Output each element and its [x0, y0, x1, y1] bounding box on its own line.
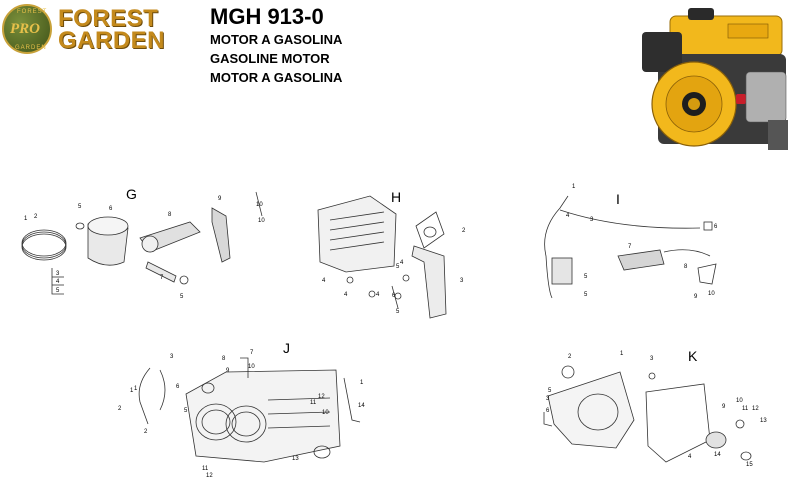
svg-text:8: 8 [168, 212, 172, 218]
svg-text:5: 5 [184, 408, 188, 414]
svg-text:5: 5 [548, 388, 552, 394]
diagram-i-ignition [544, 195, 717, 299]
svg-text:6: 6 [392, 293, 396, 299]
subtitle-spanish: MOTOR A GASOLINA [210, 32, 343, 47]
svg-text:12: 12 [752, 406, 759, 412]
svg-text:1: 1 [620, 351, 624, 357]
svg-text:4: 4 [688, 454, 692, 460]
subtitle-english: GASOLINE MOTOR [210, 51, 330, 66]
logo-word-forest: FOREST [58, 5, 159, 32]
svg-text:4: 4 [56, 279, 60, 285]
svg-text:2: 2 [34, 214, 38, 220]
svg-text:3: 3 [546, 396, 550, 402]
section-i-label: I [616, 191, 620, 207]
svg-text:6: 6 [714, 224, 718, 230]
badge-ring-top: FOREST [17, 9, 48, 15]
brand-logo: FOREST PRO GARDEN FOREST GARDEN [2, 4, 192, 54]
svg-text:12: 12 [318, 394, 325, 400]
svg-text:12: 12 [206, 473, 213, 479]
svg-text:7: 7 [628, 244, 632, 250]
svg-text:9: 9 [694, 294, 698, 300]
svg-text:2: 2 [568, 354, 572, 360]
svg-text:1: 1 [130, 388, 134, 394]
svg-text:5: 5 [396, 309, 400, 315]
svg-text:6: 6 [109, 206, 113, 212]
svg-text:4: 4 [322, 278, 326, 284]
section-j-label: J [283, 340, 290, 356]
subtitle-portuguese: MOTOR A GASOLINA [210, 70, 343, 85]
section-k-label: K [688, 348, 698, 364]
svg-text:6: 6 [176, 384, 180, 390]
svg-text:10: 10 [708, 291, 715, 297]
svg-text:2: 2 [462, 228, 466, 234]
svg-text:5: 5 [78, 204, 82, 210]
svg-text:7: 7 [160, 275, 164, 281]
svg-text:4: 4 [376, 292, 380, 298]
svg-text:2: 2 [144, 429, 148, 435]
svg-text:6: 6 [546, 408, 550, 414]
svg-text:5: 5 [396, 264, 400, 270]
svg-text:5: 5 [584, 292, 588, 298]
svg-text:1: 1 [572, 184, 576, 190]
pro-badge: FOREST PRO GARDEN [2, 4, 52, 54]
svg-text:10: 10 [736, 398, 743, 404]
svg-text:9: 9 [226, 368, 230, 374]
svg-text:8: 8 [684, 264, 688, 270]
logo-word-garden: GARDEN [58, 27, 166, 54]
svg-text:3: 3 [650, 356, 654, 362]
svg-text:11: 11 [742, 406, 749, 412]
svg-text:5: 5 [180, 294, 184, 300]
svg-text:10: 10 [248, 364, 255, 370]
svg-text:14: 14 [714, 452, 721, 458]
svg-text:10: 10 [258, 218, 265, 224]
engine-image [642, 8, 788, 150]
svg-text:11: 11 [310, 400, 317, 406]
svg-text:4: 4 [566, 213, 570, 219]
model-title: MGH 913-0 [210, 4, 324, 29]
svg-text:14: 14 [358, 403, 365, 409]
diagram-k-side-cover [543, 365, 752, 463]
svg-text:9: 9 [722, 404, 726, 410]
svg-text:5: 5 [56, 288, 60, 294]
svg-text:15: 15 [746, 462, 753, 468]
svg-text:1: 1 [360, 380, 364, 386]
diagram-g-piston-group [21, 191, 263, 295]
svg-text:1: 1 [24, 216, 28, 222]
svg-text:1: 1 [134, 386, 138, 392]
svg-text:11: 11 [202, 466, 209, 472]
section-g-label: G [126, 186, 137, 202]
svg-text:13: 13 [292, 456, 299, 462]
diagram-j-crankcase [138, 357, 361, 463]
svg-text:10: 10 [256, 202, 263, 208]
badge-ring-bottom: GARDEN [15, 45, 47, 51]
svg-text:3: 3 [590, 217, 594, 223]
svg-text:7: 7 [250, 350, 254, 356]
svg-text:5: 5 [584, 274, 588, 280]
diagram-h-cylinder-head [317, 195, 447, 319]
badge-pro-text: PRO [10, 21, 40, 37]
svg-text:4: 4 [400, 260, 404, 266]
svg-text:4: 4 [344, 292, 348, 298]
svg-text:3: 3 [170, 354, 174, 360]
svg-text:2: 2 [118, 406, 122, 412]
svg-text:9: 9 [218, 196, 222, 202]
svg-text:13: 13 [760, 418, 767, 424]
svg-text:8: 8 [222, 356, 226, 362]
svg-text:10: 10 [322, 410, 329, 416]
svg-text:3: 3 [460, 278, 464, 284]
section-h-label: H [391, 189, 402, 205]
svg-text:3: 3 [56, 271, 60, 277]
